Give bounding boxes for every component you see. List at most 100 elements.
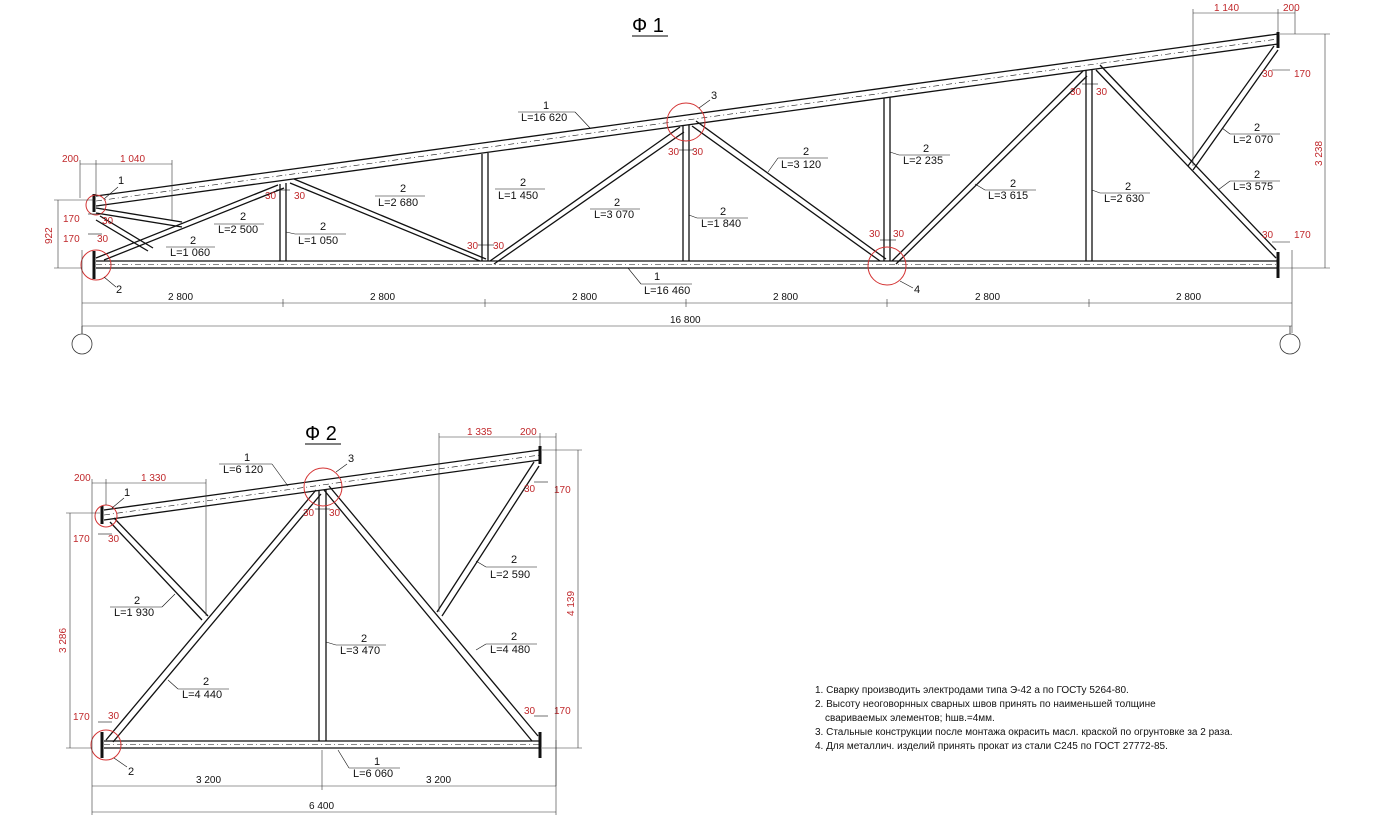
member-label-len: L=1 060 bbox=[170, 247, 210, 259]
truss-f1-node-3-label: 3 bbox=[711, 90, 717, 102]
truss-f2-title: Ф 2 bbox=[305, 423, 337, 445]
member-label-num: 2 bbox=[520, 177, 526, 189]
member-label-num: 2 bbox=[1254, 122, 1260, 134]
truss-f1-node-4-circle bbox=[867, 246, 907, 286]
truss-f1-top-chord bbox=[95, 33, 1279, 207]
member-label-num: 2 bbox=[511, 554, 517, 566]
axis-marker-left bbox=[71, 333, 93, 355]
span-dim: 2 800 bbox=[1176, 292, 1201, 303]
member-label-num: 2 bbox=[614, 197, 620, 209]
offset-170: 170 bbox=[73, 712, 90, 723]
member-label-num: 2 bbox=[361, 633, 367, 645]
offset-30: 30 bbox=[668, 147, 680, 158]
offset-30: 30 bbox=[265, 191, 277, 202]
truss-f2-dimensions: 3 200 3 200 6 400 3 286 4 139 1 335 200 bbox=[58, 427, 582, 815]
truss-f2-node-1-label: 1 bbox=[124, 487, 130, 499]
truss-f2: Ф 2 bbox=[58, 423, 582, 815]
member-label-len: L=2 500 bbox=[218, 224, 258, 236]
top-right-dim-a: 1 140 bbox=[1214, 3, 1239, 14]
member-label-len: L=3 470 bbox=[340, 645, 380, 657]
span-dim: 2 800 bbox=[975, 292, 1000, 303]
offset-30: 30 bbox=[102, 216, 114, 227]
member-label-num: 2 bbox=[511, 631, 517, 643]
member-label-len: L=1 050 bbox=[298, 235, 338, 247]
offset-30: 30 bbox=[1262, 230, 1274, 241]
member-label-len: L=4 440 bbox=[182, 689, 222, 701]
axis-marker-right bbox=[1279, 333, 1301, 355]
top-right-dim-a: 1 335 bbox=[467, 427, 492, 438]
offset-30: 30 bbox=[524, 484, 536, 495]
member-label-num: 2 bbox=[190, 235, 196, 247]
offset-30: 30 bbox=[108, 534, 120, 545]
truss-f1-node-3-circle bbox=[666, 102, 706, 142]
offset-170: 170 bbox=[554, 485, 571, 496]
truss-f1-node-4-label: 4 bbox=[914, 284, 920, 296]
member-label-num: 2 bbox=[923, 143, 929, 155]
truss-f1-title: Ф 1 bbox=[632, 15, 664, 37]
offset-170: 170 bbox=[1294, 69, 1311, 80]
offset-30: 30 bbox=[524, 706, 536, 717]
offset-30: 30 bbox=[869, 229, 881, 240]
member-label-len: L=2 630 bbox=[1104, 193, 1144, 205]
offset-30: 30 bbox=[97, 234, 109, 245]
member-label-num: 1 bbox=[244, 452, 250, 464]
truss-f2-node-3-circle bbox=[303, 467, 343, 507]
total-dim: 6 400 bbox=[309, 801, 334, 812]
right-height-dim: 4 139 bbox=[566, 591, 577, 616]
truss-f1-node-2-circle bbox=[80, 249, 112, 281]
truss-f1-web-members bbox=[95, 45, 1279, 265]
total-dim: 16 800 bbox=[670, 315, 701, 326]
truss-f2-node-3-label: 3 bbox=[348, 453, 354, 465]
truss-f1-bottom-chord bbox=[96, 260, 1278, 269]
member-label-len: L=1 450 bbox=[498, 190, 538, 202]
top-left-dim-a: 200 bbox=[62, 154, 79, 165]
truss-f1-dimensions: 2 800 2 800 2 800 2 800 2 800 2 800 16 8… bbox=[44, 3, 1330, 355]
member-label-num: 1 bbox=[543, 100, 549, 112]
member-label-num: 2 bbox=[320, 221, 326, 233]
offset-170: 170 bbox=[1294, 230, 1311, 241]
member-label-num: 2 bbox=[240, 211, 246, 223]
member-label-len: L=6 060 bbox=[353, 768, 393, 780]
truss-f2-bottom-chord bbox=[104, 740, 540, 749]
top-right-dim-b: 200 bbox=[520, 427, 537, 438]
offset-30: 30 bbox=[1096, 87, 1108, 98]
top-right-dim-b: 200 bbox=[1283, 3, 1300, 14]
general-notes: 1. Сварку производить электродами типа Э… bbox=[815, 684, 1233, 754]
truss-f1-member-labels: 1 L=16 620 1 L=16 460 2 L=1 060 2 L=2 50… bbox=[166, 100, 1280, 297]
right-height-dim: 3 238 bbox=[1314, 141, 1325, 166]
truss-f2-member-labels: 1 L=6 120 1 L=6 060 2 L=1 930 2 L=4 440 … bbox=[110, 452, 537, 780]
truss-f2-node-2-circle bbox=[90, 729, 122, 761]
offset-170: 170 bbox=[73, 534, 90, 545]
member-label-len: L=1 840 bbox=[701, 218, 741, 230]
top-left-dim-a: 200 bbox=[74, 473, 91, 484]
left-height-dim: 3 286 bbox=[58, 628, 69, 653]
span-dim: 2 800 bbox=[370, 292, 395, 303]
offset-30: 30 bbox=[294, 191, 306, 202]
truss-f2-top-chord bbox=[103, 449, 541, 521]
offset-30: 30 bbox=[493, 241, 505, 252]
offset-170: 170 bbox=[554, 706, 571, 717]
offset-30: 30 bbox=[1070, 87, 1082, 98]
offset-170: 170 bbox=[63, 234, 80, 245]
span-dim: 2 800 bbox=[773, 292, 798, 303]
member-label-len: L=2 235 bbox=[903, 155, 943, 167]
truss-f2-weld-offsets: 170 30 170 30 30 30 30 170 30 170 bbox=[73, 481, 571, 723]
span-dim: 3 200 bbox=[196, 775, 221, 786]
member-label-num: 2 bbox=[720, 206, 726, 218]
note-2-cont: свариваемых элементов; hшв.=4мм. bbox=[825, 713, 995, 724]
truss-f1-weld-offsets: 170 30 170 30 30 30 30 30 30 30 30 30 30… bbox=[63, 69, 1311, 252]
offset-30: 30 bbox=[467, 241, 479, 252]
offset-30: 30 bbox=[108, 711, 120, 722]
offset-30: 30 bbox=[329, 508, 341, 519]
top-left-dim-b: 1 040 bbox=[120, 154, 145, 165]
truss-f1-node-2-label: 2 bbox=[116, 284, 122, 296]
member-label-len: L=16 460 bbox=[644, 285, 690, 297]
note-2: 2. Высоту неоговорнных сварных швов прин… bbox=[815, 699, 1156, 710]
span-dim: 2 800 bbox=[572, 292, 597, 303]
member-label-len: L=2 070 bbox=[1233, 134, 1273, 146]
truss-f2-node-1-circle bbox=[94, 504, 118, 528]
note-4: 4. Для металлич. изделий принять прокат … bbox=[815, 741, 1168, 752]
truss-f1-node-1-label: 1 bbox=[118, 175, 124, 187]
truss-f1: Ф 1 bbox=[44, 3, 1330, 355]
